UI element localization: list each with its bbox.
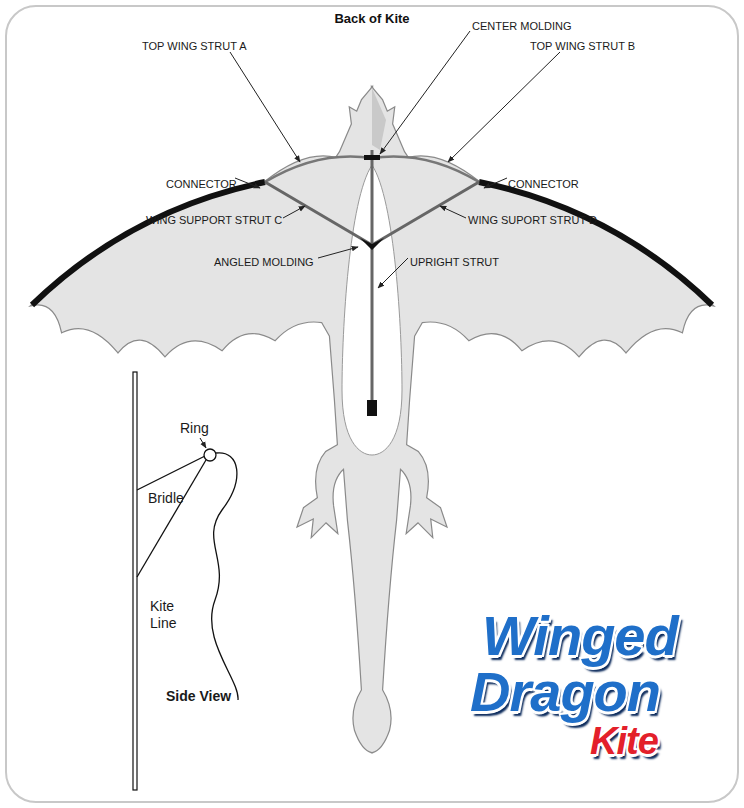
part-name: CONNECTOR [166, 178, 237, 191]
part-name: CENTER MOLDING [472, 20, 572, 33]
part-name: Bridle [148, 490, 184, 507]
part-name: TOP WING STRUT A [142, 40, 247, 53]
heading: Back of Kite [334, 11, 409, 26]
side-view [133, 372, 238, 790]
part-name: UPRIGHT STRUT [410, 256, 499, 269]
part-name: CONNECTOR [508, 178, 579, 191]
logo-text: Dragon [470, 664, 660, 720]
part-name: WING SUPPORT STRUT C [146, 214, 282, 227]
logo-text: Kite [590, 722, 658, 760]
part-name: Kite Line [150, 598, 184, 632]
frame [6, 6, 738, 802]
part-name: WING SUPORT STRUT D [468, 214, 597, 227]
part-name: Ring [180, 420, 209, 437]
logo-text: Winged [482, 608, 678, 664]
leader-lines [230, 31, 560, 288]
part-name: TOP WING STRUT B [530, 40, 635, 53]
view-label: Side View [166, 688, 231, 705]
part-name: ANGLED MOLDING [214, 256, 314, 269]
